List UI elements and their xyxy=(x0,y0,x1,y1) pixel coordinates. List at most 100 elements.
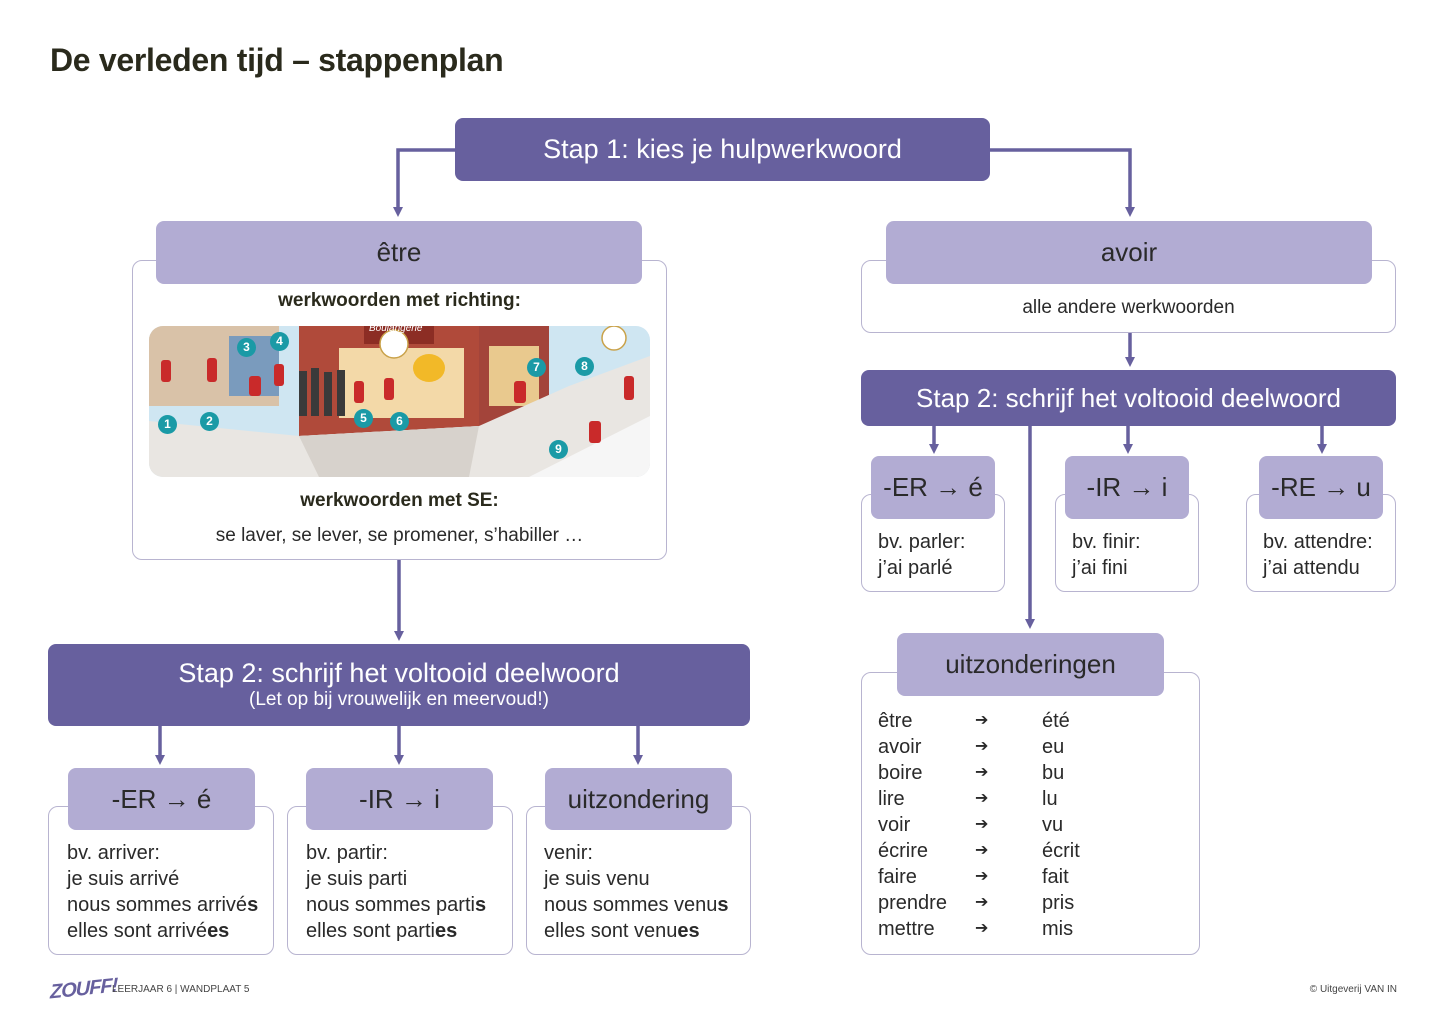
er-right-intro: bv. parler: xyxy=(878,531,966,553)
exception-participle: mis xyxy=(1042,918,1074,940)
arrow-icon: ➔ xyxy=(975,790,989,807)
exception-left-line3-ending: es xyxy=(677,920,700,942)
ir-left-intro: bv. partir: xyxy=(306,842,388,864)
er-right-line1: j’ai parlé xyxy=(878,557,953,579)
exception-participle: lu xyxy=(1042,788,1058,810)
exception-infinitive: prendre xyxy=(878,892,947,914)
exception-infinitive: être xyxy=(878,710,913,732)
badge-6: 6 xyxy=(390,412,409,431)
se-heading: werkwoorden met SE: xyxy=(300,490,499,511)
step2-right-title: Stap 2: schrijf het voltooid deelwoord xyxy=(916,383,1341,413)
badge-7: 7 xyxy=(527,358,546,377)
er-left-line3: elles sont arrivées xyxy=(67,918,273,944)
exceptions-header: uitzonderingen xyxy=(897,633,1164,696)
arrow-icon: ➔ xyxy=(975,842,989,859)
exception-participle: vu xyxy=(1042,814,1064,836)
step2-left-subtitle: (Let op bij vrouwelijk en meervoud!) xyxy=(249,689,549,710)
exception-participle: pris xyxy=(1042,892,1075,914)
step2-right-header: Stap 2: schrijf het voltooid deelwoord xyxy=(861,370,1396,426)
exception-infinitive: lire xyxy=(878,788,905,810)
er-right-header: -ER → é xyxy=(871,456,995,519)
step2-left-header: Stap 2: schrijf het voltooid deelwoord (… xyxy=(48,644,750,726)
er-left-label: -ER → é xyxy=(111,783,212,814)
avoir-header: avoir xyxy=(886,221,1372,284)
arrow-icon: ➔ xyxy=(975,868,989,885)
arrow-icon: ➔ xyxy=(975,816,989,833)
ir-card-left: bv. partir: je suis parti nous sommes pa… xyxy=(287,806,513,955)
exception-left-intro: venir: xyxy=(544,842,593,864)
ir-left-line1: je suis parti xyxy=(306,868,408,890)
exception-participle: bu xyxy=(1042,762,1065,784)
badge-9: 9 xyxy=(549,440,568,459)
street-scene-image xyxy=(149,326,650,477)
ir-right-label: -IR → i xyxy=(1086,472,1168,502)
ir-left-line2: nous sommes partis xyxy=(306,892,512,918)
se-examples: se laver, se lever, se promener, s’habil… xyxy=(215,525,584,546)
arrow-icon: ➔ xyxy=(975,894,989,911)
arrow-icon: ➔ xyxy=(975,712,989,729)
er-left-line2-ending: s xyxy=(247,894,259,916)
exception-participle: été xyxy=(1042,710,1070,732)
exception-participle: fait xyxy=(1042,866,1069,888)
er-right-label: -ER → é xyxy=(883,472,983,502)
badge-8: 8 xyxy=(575,357,594,376)
etre-header: être xyxy=(156,221,642,284)
shop-sign: Boulangerie xyxy=(369,326,423,334)
er-left-line3-stem: elles sont arrivé xyxy=(67,920,208,942)
exception-left-line2: nous sommes venus xyxy=(544,892,750,918)
richting-heading: werkwoorden met richting: xyxy=(278,290,521,311)
arrow-icon: ➔ xyxy=(975,920,989,937)
etre-label: être xyxy=(376,237,422,267)
badge-2: 2 xyxy=(200,412,219,431)
ir-left-line3: elles sont parties xyxy=(306,918,512,944)
exception-participle: eu xyxy=(1042,736,1065,758)
ir-right-intro: bv. finir: xyxy=(1072,531,1141,553)
exception-left-line3: elles sont venues xyxy=(544,918,750,944)
exception-infinitive: faire xyxy=(878,866,917,888)
footer-copyright: © Uitgeverij VAN IN xyxy=(1309,984,1397,995)
exceptions-box xyxy=(861,672,1200,955)
ir-left-line2-ending: s xyxy=(474,894,487,916)
arrow-icon: ➔ xyxy=(975,764,989,781)
ir-left-label: -IR → i xyxy=(359,783,440,814)
badge-3: 3 xyxy=(237,338,256,357)
er-left-line3-ending: es xyxy=(207,920,230,942)
step1-header: Stap 1: kies je hulpwerkwoord xyxy=(455,118,990,181)
exception-left-line2-stem: nous sommes venu xyxy=(544,894,718,916)
ir-left-line3-ending: es xyxy=(434,920,458,942)
ir-left-header: -IR → i xyxy=(306,768,493,830)
exception-card-left: venir: je suis venu nous sommes venus el… xyxy=(526,806,751,955)
footer-left: LEERJAAR 6 | WANDPLAAT 5 xyxy=(112,984,250,995)
badge-1: 1 xyxy=(158,415,177,434)
exception-left-line1: je suis venu xyxy=(544,868,650,890)
exception-infinitive: écrire xyxy=(878,840,929,862)
re-right-header: -RE → u xyxy=(1259,456,1383,519)
exception-left-line3-stem: elles sont venu xyxy=(544,920,678,942)
er-card-left: bv. arriver: je suis arrivé nous sommes … xyxy=(48,806,274,955)
step1-label: Stap 1: kies je hulpwerkwoord xyxy=(543,134,902,164)
avoir-description: alle andere werkwoorden xyxy=(1022,297,1235,318)
re-right-label: -RE → u xyxy=(1271,472,1371,502)
step2-left-title: Stap 2: schrijf het voltooid deelwoord xyxy=(178,658,620,688)
exception-infinitive: avoir xyxy=(878,736,922,758)
er-left-header: -ER → é xyxy=(68,768,255,830)
exceptions-label: uitzonderingen xyxy=(945,649,1116,679)
ir-left-line3-stem: elles sont parti xyxy=(306,920,435,942)
ir-right-header: -IR → i xyxy=(1065,456,1189,519)
re-right-line1: j’ai attendu xyxy=(1263,557,1360,579)
arrow-icon: ➔ xyxy=(975,738,989,755)
avoir-label: avoir xyxy=(1100,237,1158,267)
er-left-intro: bv. arriver: xyxy=(67,842,160,864)
exception-left-line2-ending: s xyxy=(717,894,729,916)
exception-left-label: uitzondering xyxy=(567,783,710,814)
re-right-intro: bv. attendre: xyxy=(1263,531,1373,553)
er-left-line1: je suis arrivé xyxy=(67,868,180,890)
exception-infinitive: boire xyxy=(878,762,923,784)
ir-left-line2-stem: nous sommes parti xyxy=(306,894,475,916)
exception-participle: écrit xyxy=(1042,840,1080,862)
exception-infinitive: mettre xyxy=(878,918,935,940)
page-title: De verleden tijd – stappenplan xyxy=(50,42,504,78)
badge-4: 4 xyxy=(270,332,289,351)
exception-left-header: uitzondering xyxy=(545,768,732,830)
